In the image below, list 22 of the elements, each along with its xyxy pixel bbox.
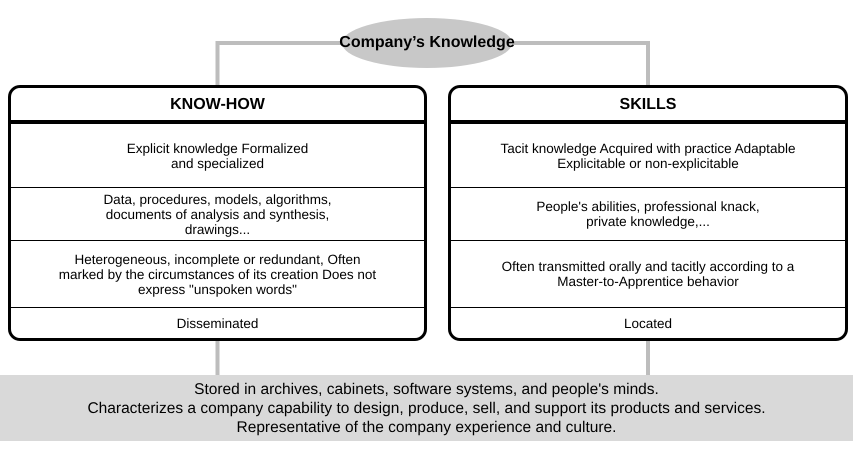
box-heading: KNOW-HOW <box>11 88 424 123</box>
table-section <box>11 187 424 240</box>
ellipse-node: Company’s Knowledge <box>342 18 512 68</box>
box-heading: SKILLS <box>451 88 845 123</box>
section-text: Often transmitted orally and tacitly according to a Master-to-Apprentice behavior <box>500 259 796 289</box>
section-text: Located <box>624 316 672 330</box>
connector-line <box>216 341 220 375</box>
connector-line <box>512 41 650 85</box>
section-text: Tacit knowledge Acquired with practice Adaptable Explicitable or non-explicitable <box>500 140 796 170</box>
section-text: Data, procedures, models, algorithms, documents of analysis and synthesis, drawings... <box>102 192 332 236</box>
connector-line <box>216 41 342 85</box>
text-line: Representative of the company experience and culture. <box>236 418 616 436</box>
section-text: Explicit knowledge Formalized and specialized <box>126 140 310 170</box>
rounded-box <box>448 85 848 341</box>
rounded-box <box>8 85 427 341</box>
connector-line <box>646 341 650 375</box>
section-text: Disseminated <box>176 316 258 330</box>
banner-box <box>0 375 853 441</box>
section-text: People's abilities, professional knack, private knowledge,... <box>535 199 761 229</box>
text-line: Characterizes a company capability to design, produce, sell, and support its products and services. <box>87 398 766 418</box>
section-text: Heterogeneous, incomplete or redundant, Often marked by the circumstances of its creation Does not express "unspoken words" <box>58 252 378 296</box>
text-line: Stored in archives, cabinets, software systems, and people's minds. <box>194 380 659 398</box>
